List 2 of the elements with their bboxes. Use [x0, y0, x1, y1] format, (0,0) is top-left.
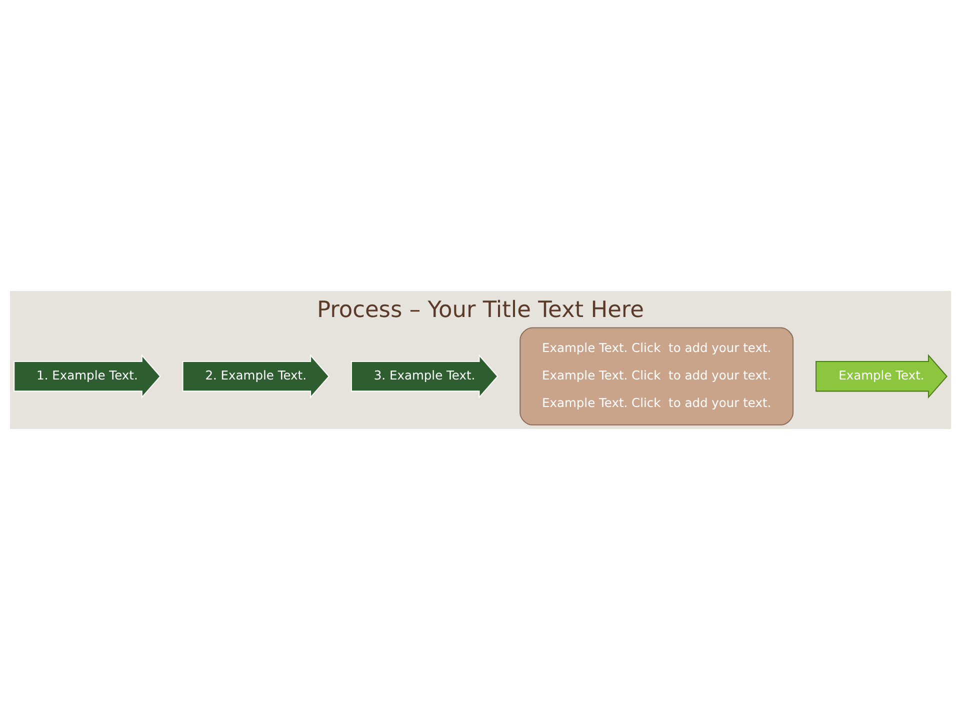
diagram-title: Process – Your Title Text Here — [316, 297, 644, 324]
node-box: Example Text. Click to add your text. Example Text. Click to add your text. Example Text. Click to add your text. — [519, 327, 794, 426]
